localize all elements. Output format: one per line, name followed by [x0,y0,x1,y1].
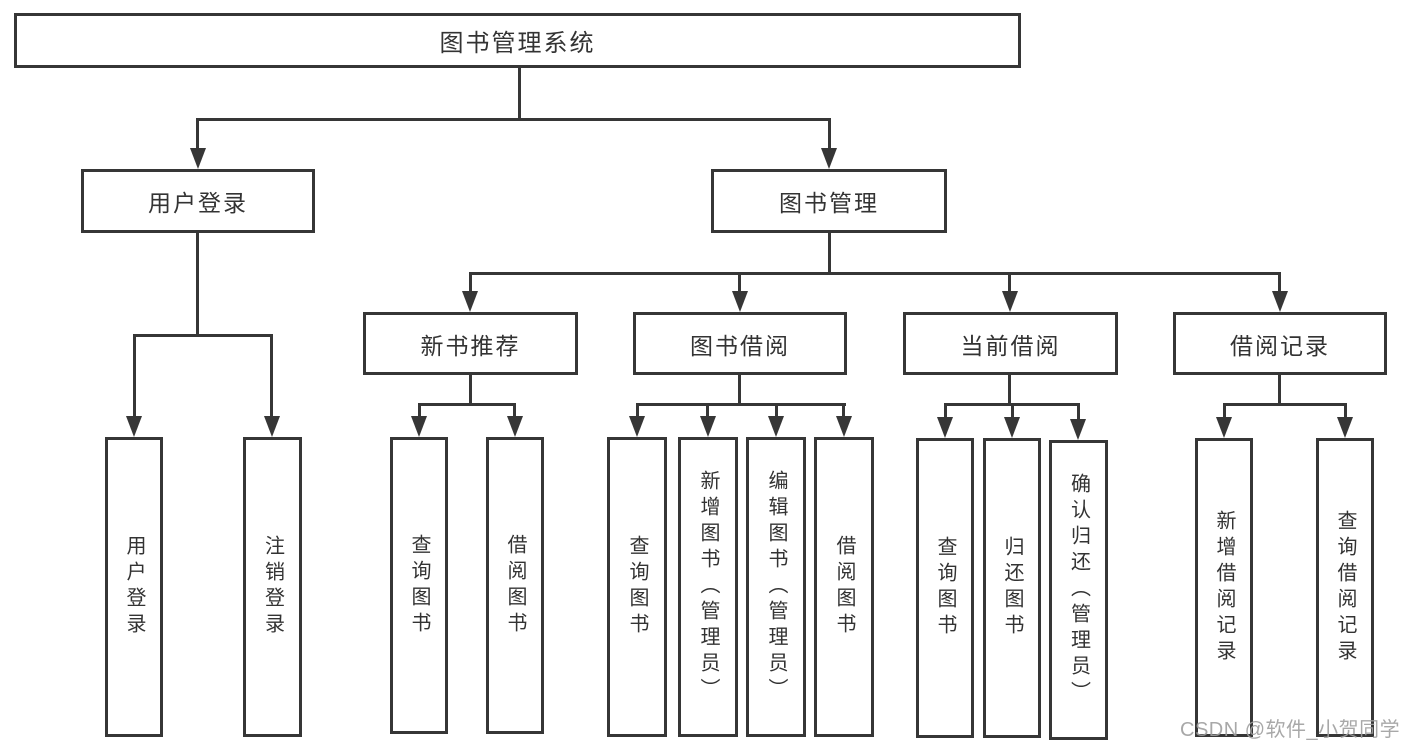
connector-root-drop-left [196,120,199,150]
connector-bookmgmt-drop-1 [469,274,472,291]
arrowhead-down-icon [1070,419,1086,440]
leaf-logout: 注销登录 [243,437,302,737]
leaf-current-return-books: 归还图书 [983,438,1041,738]
connector-records-drop-2 [1344,405,1347,417]
connector-current-drop-3 [1077,405,1080,419]
connector-userlogin-drop-2 [270,336,273,416]
arrowhead-down-icon [411,416,427,437]
connector-bookmgmt-drop-2 [738,274,741,291]
arrowhead-down-icon [1002,291,1018,312]
connector-userlogin-stem [196,233,199,336]
leaf-borrow-borrow-books: 借阅图书 [814,437,874,737]
node-current-borrow: 当前借阅 [903,312,1118,375]
connector-root-bar [196,118,831,121]
node-book-borrow: 图书借阅 [633,312,847,375]
arrowhead-down-icon [732,291,748,312]
leaf-newbook-borrow-books: 借阅图书 [486,437,544,734]
arrowhead-down-icon [1216,417,1232,438]
connector-newbook-stem [469,375,472,405]
node-user-login: 用户登录 [81,169,315,233]
arrowhead-down-icon [1337,417,1353,438]
connector-newbook-drop-1 [418,405,421,416]
arrowhead-down-icon [836,416,852,437]
connector-records-stem [1278,375,1281,405]
leaf-current-confirm-return-admin: 确认归还（管理员） [1049,440,1108,740]
node-borrow-records: 借阅记录 [1173,312,1387,375]
connector-bookmgmt-drop-3 [1008,274,1011,291]
leaf-borrow-edit-books-admin: 编辑图书（管理员） [746,437,806,737]
leaf-user-login: 用户登录 [105,437,163,737]
node-root: 图书管理系统 [14,13,1021,68]
connector-current-drop-2 [1011,405,1014,417]
node-book-management: 图书管理 [711,169,947,233]
arrowhead-down-icon [629,416,645,437]
arrowhead-down-icon [1272,291,1288,312]
connector-records-drop-1 [1223,405,1226,417]
csdn-watermark: CSDN @软件_小贺同学 [1180,719,1401,741]
connector-userlogin-drop-1 [133,336,136,416]
arrowhead-down-icon [1004,417,1020,438]
connector-newbook-drop-2 [513,405,516,416]
leaf-borrow-query-books: 查询图书 [607,437,667,737]
arrowhead-down-icon [126,416,142,437]
leaf-borrow-add-books-admin: 新增图书（管理员） [678,437,738,737]
arrowhead-down-icon [821,148,837,169]
leaf-newbook-query-books: 查询图书 [390,437,448,734]
leaf-records-add-record: 新增借阅记录 [1195,438,1253,737]
connector-borrow-bar [636,403,846,406]
connector-current-stem [1008,375,1011,405]
connector-borrow-drop-4 [842,405,845,416]
arrowhead-down-icon [190,148,206,169]
connector-root-stem [518,68,521,120]
arrowhead-down-icon [700,416,716,437]
arrowhead-down-icon [768,416,784,437]
arrowhead-down-icon [264,416,280,437]
connector-current-bar [944,403,1080,406]
connector-borrow-drop-1 [636,405,639,416]
connector-bookmgmt-bar [469,272,1281,275]
connector-records-bar [1223,403,1347,406]
connector-bookmgmt-stem [828,233,831,274]
connector-borrow-drop-2 [706,405,709,416]
connector-borrow-drop-3 [775,405,778,416]
connector-root-drop-right [828,120,831,150]
connector-userlogin-bar [133,334,273,337]
leaf-current-query-books: 查询图书 [916,438,974,738]
connector-newbook-bar [418,403,516,406]
node-new-book-recommend: 新书推荐 [363,312,578,375]
arrowhead-down-icon [937,417,953,438]
leaf-records-query-record: 查询借阅记录 [1316,438,1374,737]
arrowhead-down-icon [507,416,523,437]
connector-current-drop-1 [944,405,947,417]
arrowhead-down-icon [462,291,478,312]
connector-bookmgmt-drop-4 [1278,274,1281,291]
connector-borrow-stem [738,375,741,405]
